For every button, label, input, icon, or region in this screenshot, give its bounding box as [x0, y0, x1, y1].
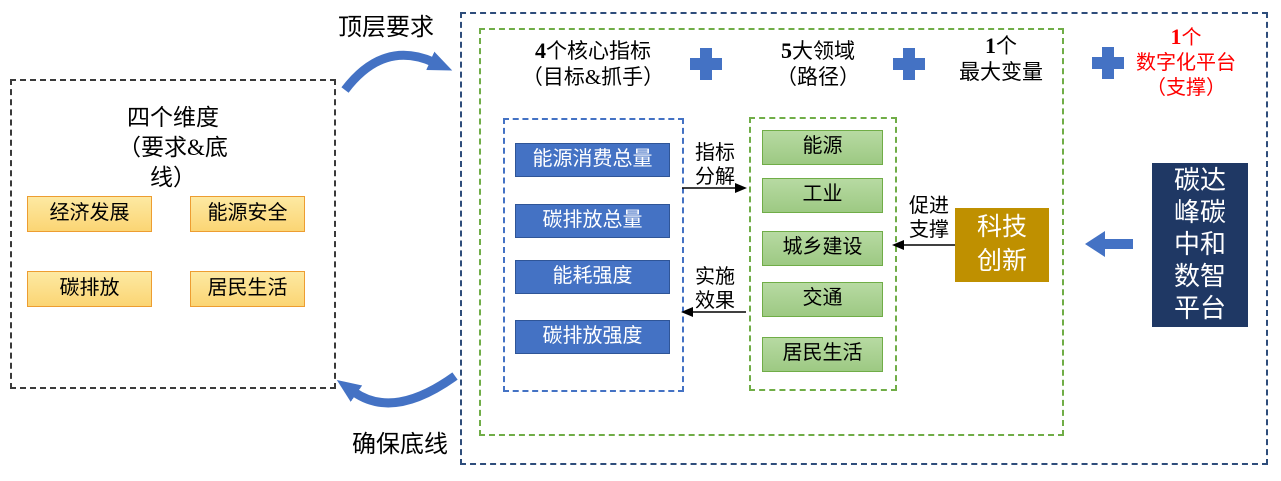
- promote-support-line1: 促进: [909, 195, 949, 217]
- dim-title-line1: 四个维度: [127, 105, 219, 130]
- indicator-box-carbon-intensity: 碳排放强度: [515, 320, 670, 354]
- carbon-platform-line1: 碳达: [1173, 166, 1226, 195]
- header-five-domains: 5大领域 （路径）: [758, 38, 878, 90]
- dimension-box-resident-life: 居民生活: [190, 271, 305, 307]
- tech-innovation-box: 科技 创新: [955, 208, 1049, 282]
- implementation-effect-line1: 实施: [695, 266, 735, 288]
- indicator-box-energy-intensity: 能耗强度: [515, 260, 670, 294]
- indicator-group-frame: [503, 118, 684, 392]
- promote-support-line2: 支撑: [909, 219, 949, 241]
- header-digital-platform-line3: （支撑）: [1146, 77, 1226, 99]
- bottom-baseline-label: 确保底线: [352, 432, 448, 458]
- dimension-box-energy-security: 能源安全: [190, 196, 305, 232]
- plus-icon: [1092, 47, 1124, 79]
- carbon-platform-line3: 中和: [1173, 230, 1226, 259]
- effect-arrow-icon: [681, 307, 746, 317]
- carbon-platform-line4: 数智: [1173, 262, 1226, 291]
- indicator-decompose-label: 指标 分解: [686, 141, 744, 189]
- domain-box-resident-life: 居民生活: [762, 337, 883, 372]
- core-content-frame: [479, 28, 1064, 436]
- domain-box-industry: 工业: [762, 178, 883, 213]
- top-curved-arrow-icon: [341, 50, 453, 93]
- promote-arrow-icon: [892, 240, 955, 250]
- header-five-domains-line2: （路径）: [776, 65, 860, 89]
- bottom-curved-arrow-icon: [336, 372, 458, 408]
- header-core-indicators-line1: 4个核心指标: [535, 38, 651, 63]
- implementation-effect-label: 实施 效果: [686, 265, 744, 313]
- tech-innovation-line1: 科技: [976, 214, 1027, 241]
- indicator-decompose-line2: 分解: [695, 166, 735, 188]
- indicator-box-carbon-emission-total: 碳排放总量: [515, 204, 670, 238]
- header-biggest-variable-line2: 最大变量: [959, 60, 1043, 84]
- header-five-domains-line1: 5大领域: [781, 38, 855, 63]
- decompose-arrow-icon: [682, 183, 747, 193]
- domain-box-transport: 交通: [762, 282, 883, 317]
- dimension-box-carbon-emission: 碳排放: [27, 271, 152, 307]
- indicator-decompose-line1: 指标: [695, 142, 735, 164]
- header-biggest-variable: 1个 最大变量: [942, 33, 1060, 85]
- dim-title-line2: （要求&底: [118, 135, 228, 160]
- plus-icon: [893, 48, 925, 80]
- tech-innovation-line2: 创新: [976, 248, 1027, 275]
- domain-box-urban-rural: 城乡建设: [762, 231, 883, 266]
- dim-title-line3: 线）: [150, 165, 196, 190]
- carbon-platform-line2: 峰碳: [1173, 198, 1226, 227]
- domain-box-energy: 能源: [762, 130, 883, 165]
- carbon-platform-line5: 平台: [1173, 294, 1226, 323]
- four-dimensions-panel: [10, 79, 336, 389]
- domain-group-frame: [749, 117, 897, 391]
- dimension-box-economy: 经济发展: [27, 196, 152, 232]
- carbon-platform-box: 碳达 峰碳 中和 数智 平台: [1152, 163, 1248, 327]
- indicator-box-energy-consumption-total: 能源消费总量: [515, 143, 670, 177]
- four-dimensions-title: 四个维度 （要求&底 线）: [10, 103, 336, 193]
- header-digital-platform-line2: 数字化平台: [1136, 52, 1236, 74]
- header-digital-platform-line1: 1个: [1170, 24, 1202, 49]
- top-requirement-label: 顶层要求: [338, 15, 434, 41]
- promote-support-label: 促进 支撑: [901, 194, 957, 242]
- header-core-indicators: 4个核心指标 （目标&抓手）: [498, 38, 688, 90]
- platform-outer-frame: [460, 12, 1268, 465]
- platform-support-arrow-icon: [1085, 231, 1133, 257]
- plus-icon: [690, 48, 722, 80]
- header-core-indicators-line2: （目标&抓手）: [521, 65, 665, 89]
- header-digital-platform: 1个 数字化平台 （支撑）: [1124, 24, 1248, 101]
- implementation-effect-line2: 效果: [695, 290, 735, 312]
- header-biggest-variable-line1: 1个: [985, 33, 1017, 58]
